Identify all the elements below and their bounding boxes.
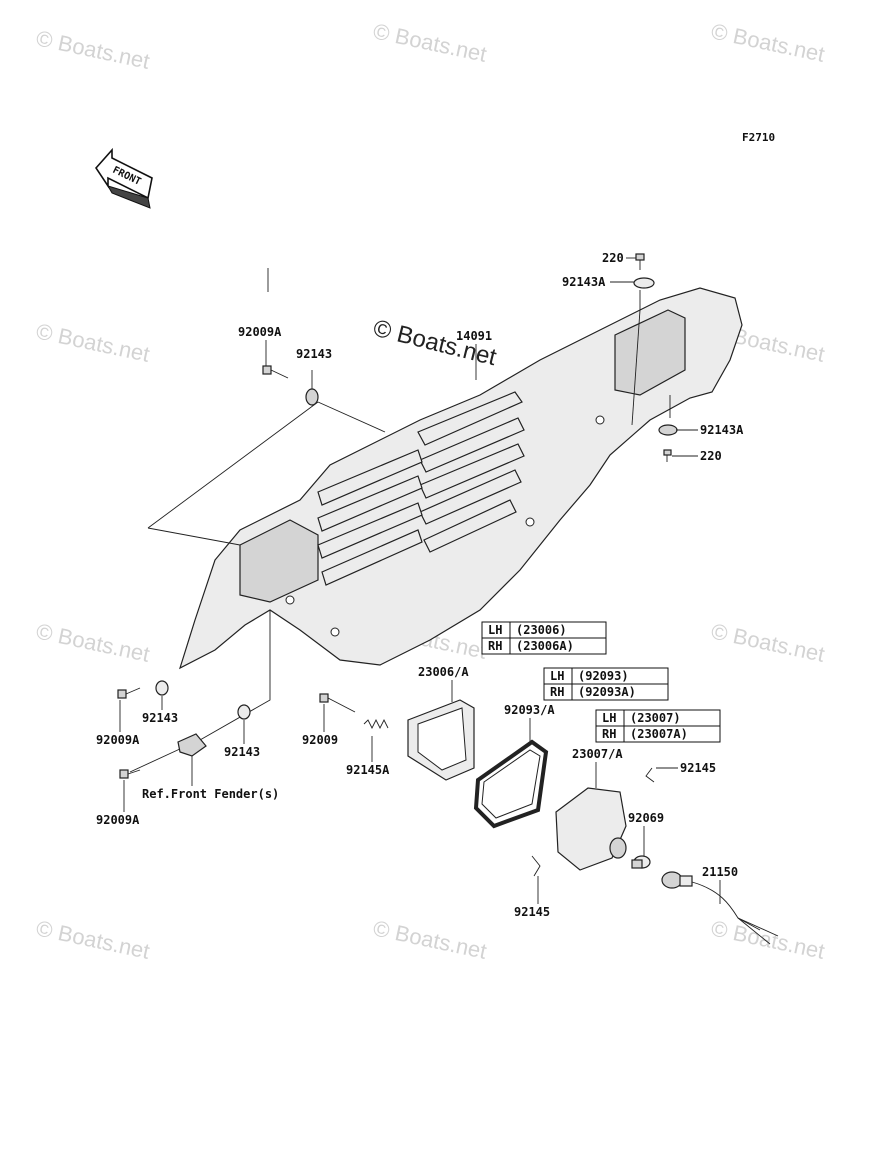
table-cell: (23007) — [630, 711, 681, 725]
watermark: © Boats.net — [34, 318, 152, 366]
grommet-icon — [633, 277, 655, 289]
bolt-icon — [663, 449, 672, 462]
table-cell: LH — [602, 711, 616, 725]
label-220-mid: 220 — [700, 449, 722, 463]
table-cell: (23006A) — [516, 639, 574, 653]
washer-icon — [155, 680, 169, 696]
label-14091: 14091 — [456, 329, 492, 343]
watermark: © Boats.net — [371, 18, 489, 66]
label-92143-center: 92143 — [224, 745, 260, 759]
clip-icon — [531, 855, 541, 877]
bolt-icon — [319, 693, 356, 713]
front-arrow-icon: FRONT — [94, 147, 153, 209]
label-92009a-bottom: 92009A — [96, 813, 140, 827]
bulb-icon — [631, 855, 651, 869]
table-cell: (92093A) — [578, 685, 636, 699]
label-92143a-top: 92143A — [562, 275, 606, 289]
clip-icon — [645, 767, 655, 783]
screw-icon — [119, 769, 141, 779]
table-cell: (23007A) — [630, 727, 688, 741]
label-ref-front-fender: Ref.Front Fender(s) — [142, 787, 279, 801]
grommet-icon — [658, 424, 678, 436]
table-cell: LH — [550, 669, 564, 683]
headlight-rim — [407, 699, 475, 781]
figure-code: F2710 — [742, 131, 775, 144]
table-cell: RH — [602, 727, 616, 741]
table-cell: LH — [488, 623, 502, 637]
screw-icon — [117, 687, 141, 699]
label-92143a-mid: 92143A — [700, 423, 744, 437]
spring-icon — [363, 718, 389, 730]
washer-icon — [237, 704, 251, 720]
socket-harness — [661, 871, 779, 945]
headlight-cover — [178, 287, 743, 670]
label-92009: 92009 — [302, 733, 338, 747]
label-220-top: 220 — [602, 251, 624, 265]
grille-slats — [317, 391, 525, 586]
headlight-seal — [473, 739, 549, 829]
bracket-icon — [177, 733, 207, 757]
label-23007: 23007/A — [572, 747, 623, 761]
fasteners — [117, 253, 678, 877]
bolt-icon — [635, 253, 645, 270]
variant-table-23006: LH (23006) RH (23006A) — [481, 621, 607, 655]
label-92145-right: 92145 — [680, 761, 716, 775]
table-cell: (23006) — [516, 623, 567, 637]
table-cell: RH — [550, 685, 564, 699]
label-92093: 92093/A — [504, 703, 555, 717]
watermark: © Boats.net — [709, 618, 827, 666]
label-23006: 23006/A — [418, 665, 469, 679]
label-92143-left: 92143 — [142, 711, 178, 725]
part-labels: 220 92143A 92009A 92143 14091 92143A 220… — [96, 251, 744, 919]
label-92143-top: 92143 — [296, 347, 332, 361]
label-92069: 92069 — [628, 811, 664, 825]
headlight-unit — [555, 787, 627, 871]
watermark: © Boats.net — [709, 18, 827, 66]
variant-table-23007: LH (23007) RH (23007A) — [595, 709, 721, 743]
table-cell: (92093) — [578, 669, 629, 683]
label-92009a-left: 92009A — [96, 733, 140, 747]
watermark: © Boats.net — [34, 25, 152, 73]
variant-table-92093: LH (92093) RH (92093A) — [543, 667, 669, 701]
washer-icon — [305, 388, 319, 406]
watermark: © Boats.net — [709, 915, 827, 963]
label-92009a-top: 92009A — [238, 325, 282, 339]
table-cell: RH — [488, 639, 502, 653]
watermark: © Boats.net — [34, 915, 152, 963]
screw-icon — [262, 365, 289, 379]
label-21150: 21150 — [702, 865, 738, 879]
leader-lines — [129, 268, 671, 773]
label-92145-bottom: 92145 — [514, 905, 550, 919]
watermark: © Boats.net — [371, 915, 489, 963]
label-92145a: 92145A — [346, 763, 390, 777]
watermark: © Boats.net — [34, 618, 152, 666]
